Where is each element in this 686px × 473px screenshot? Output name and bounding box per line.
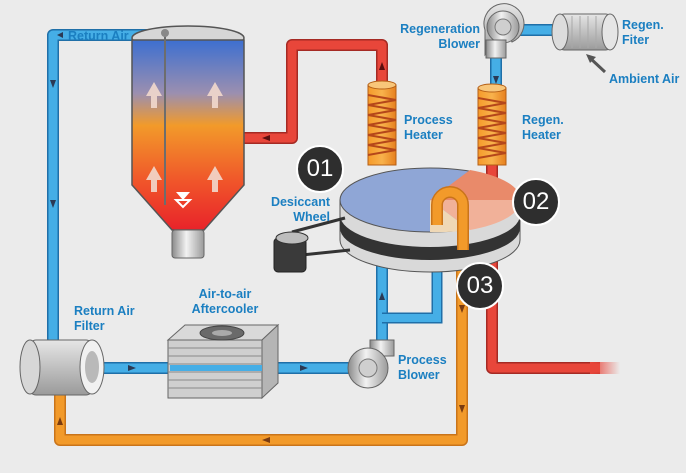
regen-heater-label-line1: Regen. bbox=[522, 113, 564, 127]
aftercooler-label-line2: Aftercooler bbox=[191, 302, 259, 316]
regen-filter-label: Regen. Fiter bbox=[622, 18, 664, 48]
regen-filter-label-line1: Regen. bbox=[622, 18, 664, 32]
step-badge-02: 02 bbox=[512, 178, 560, 226]
regen-heater bbox=[477, 83, 507, 166]
return-air-filter-label-line2: Filter bbox=[74, 319, 105, 333]
process-blower-label-line2: Blower bbox=[398, 368, 440, 382]
process-blower-label: Process Blower bbox=[398, 353, 447, 383]
process-blower-label-line1: Process bbox=[398, 353, 447, 367]
aftercooler-label: Air-to-air Aftercooler bbox=[180, 287, 270, 317]
regeneration-blower-label-line1: Regeneration bbox=[400, 22, 480, 36]
regen-filter bbox=[551, 13, 619, 51]
process-heater-label-line2: Heater bbox=[404, 128, 443, 142]
return-air-filter bbox=[19, 339, 105, 396]
warm-return-duct bbox=[54, 250, 468, 446]
wheel-drive-motor bbox=[273, 216, 351, 273]
regen-heater-label: Regen. Heater bbox=[522, 113, 564, 143]
process-blower bbox=[347, 339, 395, 389]
process-heater bbox=[367, 80, 397, 166]
desiccant-wheel-label-line1: Desiccant bbox=[270, 195, 330, 209]
step-badge-01: 01 bbox=[296, 145, 344, 193]
desiccant-wheel-label-line2: Wheel bbox=[293, 210, 330, 224]
aftercooler-label-line1: Air-to-air bbox=[198, 287, 252, 301]
airflow-up-arrows bbox=[146, 82, 223, 192]
regeneration-blower bbox=[483, 3, 525, 59]
regeneration-blower-label-line2: Blower bbox=[438, 37, 480, 51]
process-heater-label: Process Heater bbox=[404, 113, 453, 143]
air-to-air-aftercooler bbox=[166, 323, 280, 400]
return-air-duct bbox=[47, 29, 168, 340]
regeneration-blower-label: Regeneration Blower bbox=[386, 22, 480, 52]
return-air-filter-label-line1: Return Air bbox=[74, 304, 135, 318]
desiccant-wheel bbox=[339, 167, 521, 273]
return-air-label: Return Air bbox=[68, 29, 129, 43]
regen-heater-label-line2: Heater bbox=[522, 128, 561, 142]
process-heater-label-line1: Process bbox=[404, 113, 453, 127]
regen-filter-label-line2: Fiter bbox=[622, 33, 650, 47]
return-air-filter-label: Return Air Filter bbox=[74, 304, 135, 334]
drying-hopper bbox=[131, 25, 245, 259]
desiccant-wheel-label: Desiccant Wheel bbox=[254, 195, 330, 225]
step-badge-03: 03 bbox=[456, 262, 504, 310]
ambient-air-label: Ambient Air bbox=[609, 72, 680, 86]
